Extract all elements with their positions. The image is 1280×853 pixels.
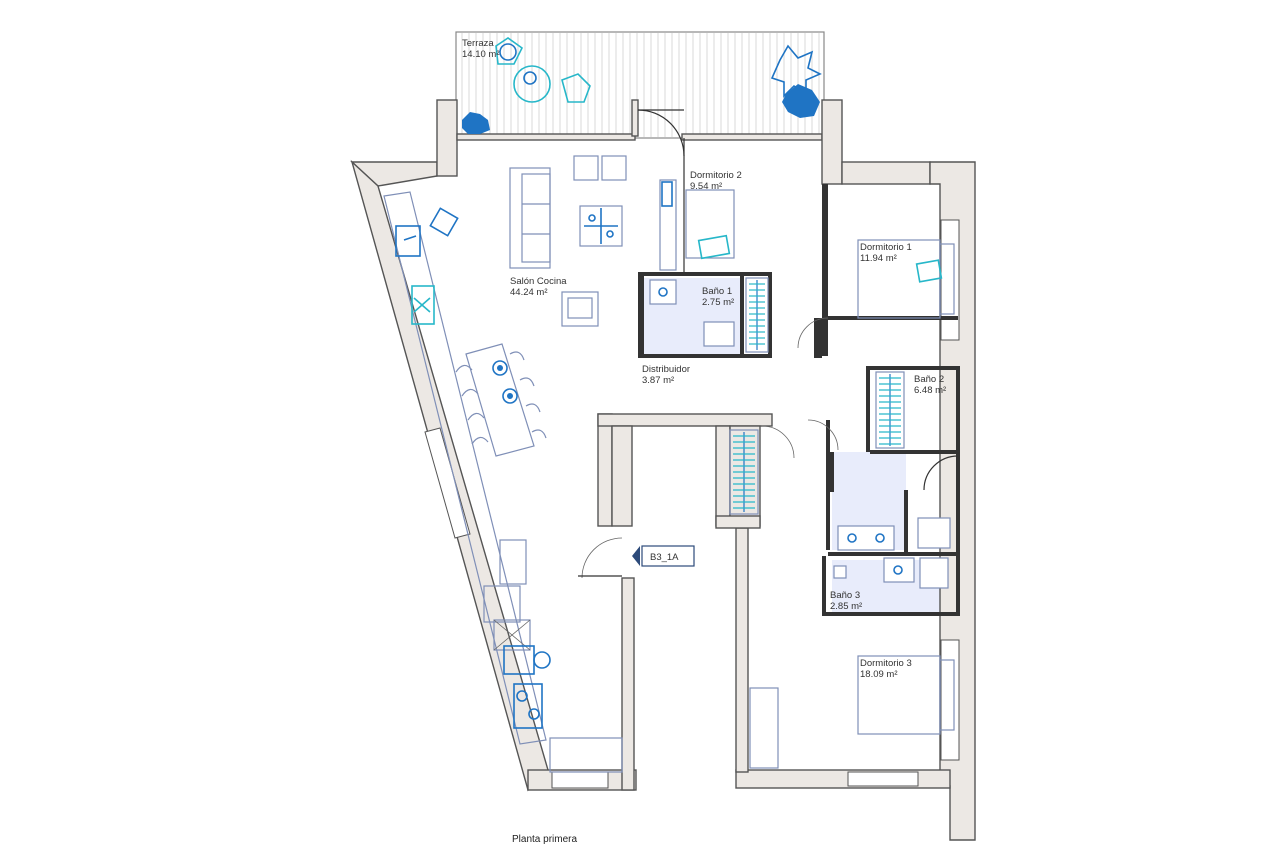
unit-tag: B3_1A <box>632 545 695 567</box>
terrace-furniture <box>462 37 822 134</box>
room-name-distribuidor: Distribuidor <box>642 364 690 375</box>
room-name-bano2: Baño 2 <box>914 374 944 385</box>
room-area-dorm2: 9.54 m² <box>690 181 722 192</box>
room-area-dorm1: 11.94 m² <box>860 253 897 264</box>
room-name-bano1: Baño 1 <box>702 286 732 297</box>
closets <box>729 277 905 515</box>
room-name-terraza: Terraza <box>462 38 494 49</box>
terrace-deck <box>455 31 825 139</box>
dining-table <box>455 343 547 457</box>
room-area-bano2: 6.48 m² <box>914 385 946 396</box>
kitchen-counter <box>383 191 623 773</box>
room-area-terraza: 14.10 m² <box>462 49 500 60</box>
room-name-salon: Salón Cocina <box>510 276 567 287</box>
room-area-bano3: 2.85 m² <box>830 601 862 612</box>
beds <box>749 239 955 769</box>
bathroom-fixtures <box>649 279 951 589</box>
unit-tag-text: B3_1A <box>650 552 679 563</box>
room-name-dorm3: Dormitorio 3 <box>860 658 912 669</box>
room-name-dorm1: Dormitorio 1 <box>860 242 912 253</box>
doors <box>578 109 959 615</box>
room-area-salon: 44.24 m² <box>510 287 548 298</box>
room-area-dorm3: 18.09 m² <box>860 669 898 680</box>
living-furniture <box>429 155 735 327</box>
room-area-distribuidor: 3.87 m² <box>642 375 674 386</box>
room-name-dorm2: Dormitorio 2 <box>690 170 742 181</box>
room-area-bano1: 2.75 m² <box>702 297 734 308</box>
room-name-bano3: Baño 3 <box>830 590 860 601</box>
plan-caption: Planta primera <box>512 834 577 845</box>
